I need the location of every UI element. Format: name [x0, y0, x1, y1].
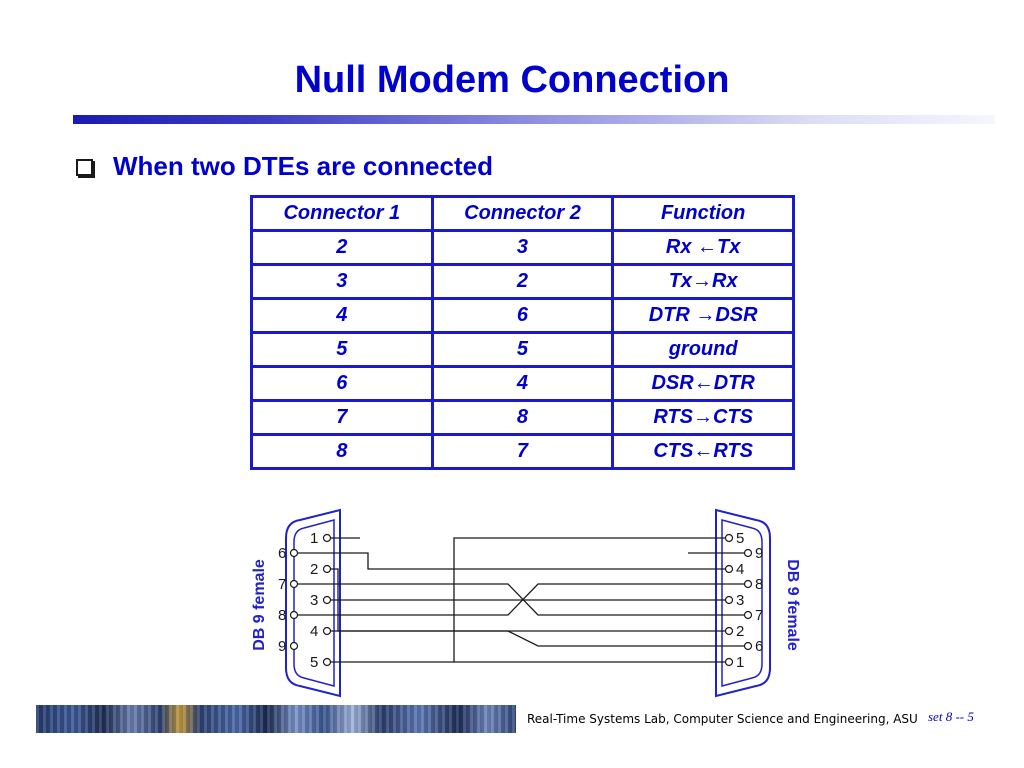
slide-number: set 8 -- 5: [928, 709, 974, 724]
cell-connector-1: 2: [250, 229, 434, 266]
left-pin-6: 6: [278, 545, 286, 562]
right-pin-5-contact: [724, 533, 734, 543]
cell-function: DTR →DSR: [611, 297, 795, 334]
cell-connector-2: 8: [430, 399, 615, 436]
cell-function: Rx ←Tx: [611, 229, 795, 266]
table-row: 5 5 ground: [250, 331, 795, 368]
title-underline: [73, 115, 995, 124]
pin-mapping-table: Connector 1 Connector 2 Function 2 3 Rx …: [250, 195, 795, 470]
cell-connector-2: 2: [430, 263, 615, 300]
table-row: 2 3 Rx ←Tx: [250, 229, 795, 266]
right-pin-6-contact: [743, 641, 753, 651]
cell-function: Tx→Rx: [611, 263, 795, 300]
cell-connector-1: 5: [250, 331, 434, 368]
footer-lab-name: Real-Time Systems Lab, Computer Science …: [527, 712, 918, 726]
cell-connector-1: 3: [250, 263, 434, 300]
table-header-row: Connector 1 Connector 2 Function: [250, 195, 795, 232]
cell-connector-2: 3: [430, 229, 615, 266]
header-connector-2: Connector 2: [430, 195, 615, 232]
table-row: 7 8 RTS→CTS: [250, 399, 795, 436]
right-pin-3-contact: [724, 595, 734, 605]
right-pin-5: 5: [736, 530, 744, 547]
left-connector-inner: [293, 519, 335, 687]
table-row: 6 4 DSR←DTR: [250, 365, 795, 402]
cell-connector-2: 6: [430, 297, 615, 334]
left-pins: 1 6 2 7 3 8 4 9 5: [278, 530, 332, 671]
left-connector-shell: [285, 508, 341, 698]
cell-connector-1: 4: [250, 297, 434, 334]
left-pin-8: 8: [278, 607, 286, 624]
left-pin-1: 1: [310, 530, 318, 547]
cell-function: ground: [611, 331, 795, 368]
right-pin-9: 9: [755, 545, 763, 562]
right-pin-2: 2: [736, 623, 744, 640]
left-connector-label: DB 9 female: [251, 559, 268, 651]
right-pin-1: 1: [736, 654, 744, 671]
left-pin-5-contact: [322, 657, 332, 667]
left-pin-3-contact: [322, 595, 332, 605]
right-pin-3: 3: [736, 592, 744, 609]
left-pin-6-contact: [289, 548, 299, 558]
cell-connector-2: 5: [430, 331, 615, 368]
slide-title: Null Modem Connection: [294, 59, 730, 101]
footer-photo-strip: [36, 705, 516, 733]
bullet-item: When two DTEs are connected: [76, 148, 493, 184]
cell-function: DSR←DTR: [611, 365, 795, 402]
checkbox-bullet-icon: [76, 158, 93, 176]
left-pin-7: 7: [278, 576, 286, 593]
right-pin-9-contact: [743, 548, 753, 558]
left-pin-4: 4: [310, 623, 318, 640]
right-connector-inner: [721, 519, 763, 687]
cell-connector-2: 7: [430, 433, 615, 470]
right-pin-6: 6: [755, 638, 763, 655]
left-pin-2-contact: [322, 564, 332, 574]
right-pin-7: 7: [755, 607, 763, 624]
table-row: 3 2 Tx→Rx: [250, 263, 795, 300]
left-pin-5: 5: [310, 654, 318, 671]
left-pin-4-contact: [322, 626, 332, 636]
left-pin-9: 9: [278, 638, 286, 655]
cell-function: RTS→CTS: [611, 399, 795, 436]
left-pin-7-contact: [289, 579, 299, 589]
header-connector-1: Connector 1: [250, 195, 434, 232]
cell-connector-2: 4: [430, 365, 615, 402]
cell-function: CTS←RTS: [611, 433, 795, 470]
wire-left-8-to-right-7: [298, 583, 744, 616]
cell-connector-1: 8: [250, 433, 434, 470]
wire-left-4-to-right-6: [331, 630, 744, 647]
wire-left-5-to-right-5: [331, 537, 725, 663]
left-pin-9-contact: [289, 641, 299, 651]
wire-left-6-to-right-4: [298, 552, 725, 570]
right-connector-label: DB 9 female: [784, 559, 801, 651]
bullet-text: When two DTEs are connected: [113, 151, 493, 181]
cell-connector-1: 7: [250, 399, 434, 436]
right-connector-shell: [715, 508, 771, 698]
right-pin-8-contact: [743, 579, 753, 589]
right-pin-1-contact: [724, 657, 734, 667]
right-pin-2-contact: [724, 626, 734, 636]
left-pin-8-contact: [289, 610, 299, 620]
null-modem-wiring-diagram: DB 9 female DB 9 female 1 6 2 7 3 8 4 9 …: [251, 508, 801, 698]
right-pin-8: 8: [755, 576, 763, 593]
cell-connector-1: 6: [250, 365, 434, 402]
wires: [298, 537, 744, 663]
left-pin-2: 2: [310, 561, 318, 578]
left-pin-1-contact: [322, 533, 332, 543]
right-pin-4-contact: [724, 564, 734, 574]
header-function: Function: [611, 195, 795, 232]
right-pins: 5 9 4 8 3 7 2 6 1: [724, 530, 763, 671]
table-row: 8 7 CTS←RTS: [250, 433, 795, 470]
right-pin-7-contact: [743, 610, 753, 620]
right-pin-4: 4: [736, 561, 744, 578]
left-pin-3: 3: [310, 592, 318, 609]
table-row: 4 6 DTR →DSR: [250, 297, 795, 334]
